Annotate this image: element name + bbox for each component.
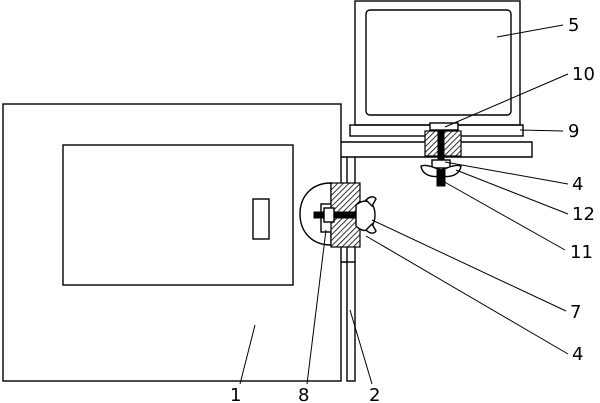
upper-clamp bbox=[420, 122, 462, 187]
main-body bbox=[2, 103, 342, 382]
label-4-lower: 4 bbox=[572, 344, 583, 365]
label-4-upper: 4 bbox=[572, 174, 583, 195]
label-8: 8 bbox=[298, 385, 309, 403]
part-labels: 5 10 9 4 12 11 7 4 2 8 1 bbox=[230, 15, 595, 403]
label-10: 10 bbox=[572, 64, 595, 85]
label-5: 5 bbox=[568, 15, 579, 36]
display-panel bbox=[354, 0, 521, 126]
leader-lines bbox=[239, 24, 569, 385]
side-clamp bbox=[299, 182, 377, 248]
label-12: 12 bbox=[572, 204, 595, 225]
label-2: 2 bbox=[369, 385, 380, 403]
label-9: 9 bbox=[568, 121, 579, 142]
label-1: 1 bbox=[230, 385, 241, 403]
label-7: 7 bbox=[570, 302, 581, 323]
label-11: 11 bbox=[570, 242, 593, 263]
